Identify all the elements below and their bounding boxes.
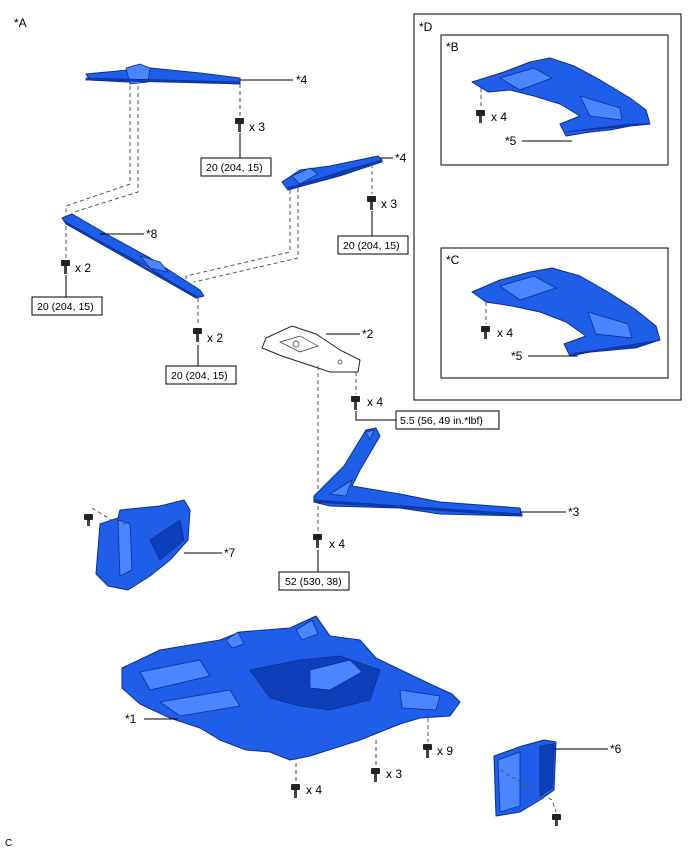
bolt-icon	[371, 768, 380, 782]
dash-p6-bolt	[499, 769, 557, 813]
part-5-cover-b	[471, 57, 651, 137]
part-4-upper-bar	[85, 63, 241, 85]
count-c: x 4	[497, 326, 513, 340]
label-part-2: *2	[362, 327, 374, 341]
torque-box-p3	[278, 571, 350, 591]
torque-box-mid	[165, 365, 237, 385]
frame-b	[440, 34, 669, 166]
label-view-a: *A	[14, 16, 27, 30]
label-part-1: *1	[125, 712, 137, 726]
torque-mid: 20 (204, 15)	[171, 370, 228, 382]
count-p2: x 4	[367, 395, 383, 409]
dash-guide-4	[193, 188, 299, 283]
torque-p2: 5.5 (56, 49 in.*lbf)	[400, 415, 483, 427]
part-5-cover-c	[471, 267, 661, 357]
bolt-icon	[476, 110, 485, 123]
label-part-3: *3	[568, 505, 580, 519]
bolt-icon	[481, 326, 490, 339]
count-p4b: x 3	[381, 197, 397, 211]
bolt-icon	[84, 514, 93, 526]
torque-box-p2	[395, 410, 500, 430]
part-4-lower-bar	[281, 155, 383, 191]
bolt-icon	[235, 118, 244, 132]
torque-box-p8	[31, 296, 103, 316]
bolt-icon	[351, 396, 360, 410]
label-view-d: *D	[419, 20, 433, 34]
label-view-b: *B	[446, 40, 459, 54]
dash-guide-1	[65, 86, 131, 216]
torque-p4b: 20 (204, 15)	[343, 240, 400, 252]
label-view-c: *C	[446, 253, 460, 267]
part-8-brace	[61, 213, 205, 299]
bolt-icon	[367, 196, 376, 210]
label-part-5b: *5	[511, 349, 523, 363]
bolt-icon	[313, 534, 322, 548]
count-p1-mid: x 3	[386, 767, 402, 781]
label-part-8: *8	[146, 227, 158, 241]
part-6-guard	[493, 739, 557, 817]
bolt-icon	[423, 744, 432, 758]
count-p1-right: x 9	[437, 744, 453, 758]
dash-p7-bolt	[91, 507, 126, 525]
part-7-guard	[95, 499, 191, 591]
label-part-4b: *4	[395, 151, 407, 165]
count-mid: x 2	[207, 331, 223, 345]
frame-c	[440, 247, 669, 379]
frame-d	[413, 13, 682, 401]
count-b: x 4	[491, 110, 507, 124]
torque-box-p4b	[337, 235, 409, 255]
count-p1-left: x 4	[306, 783, 322, 797]
count-p8: x 2	[75, 261, 91, 275]
label-part-4a: *4	[296, 73, 308, 87]
torque-p4a: 20 (204, 15)	[206, 162, 263, 174]
part-2-plate	[261, 325, 361, 373]
bolt-icon	[193, 328, 202, 342]
label-part-6: *6	[610, 742, 622, 756]
bolt-icon	[552, 814, 561, 826]
torque-box-p4a	[200, 157, 272, 177]
count-p4a: x 3	[249, 120, 265, 134]
label-part-5a: *5	[505, 134, 517, 148]
dash-guide-3	[185, 190, 291, 288]
torque-p3: 52 (530, 38)	[285, 576, 342, 588]
part-3-brace	[313, 427, 523, 517]
leader-t-p2	[355, 411, 396, 421]
bolt-icon	[291, 784, 300, 798]
dash-guide-2	[73, 86, 139, 213]
torque-p8: 20 (204, 15)	[37, 301, 94, 313]
corner-mark: C	[5, 838, 12, 849]
part-1-under-cover	[121, 615, 461, 761]
bolt-icon	[61, 260, 70, 274]
label-part-7: *7	[224, 546, 236, 560]
count-p3: x 4	[329, 537, 345, 551]
